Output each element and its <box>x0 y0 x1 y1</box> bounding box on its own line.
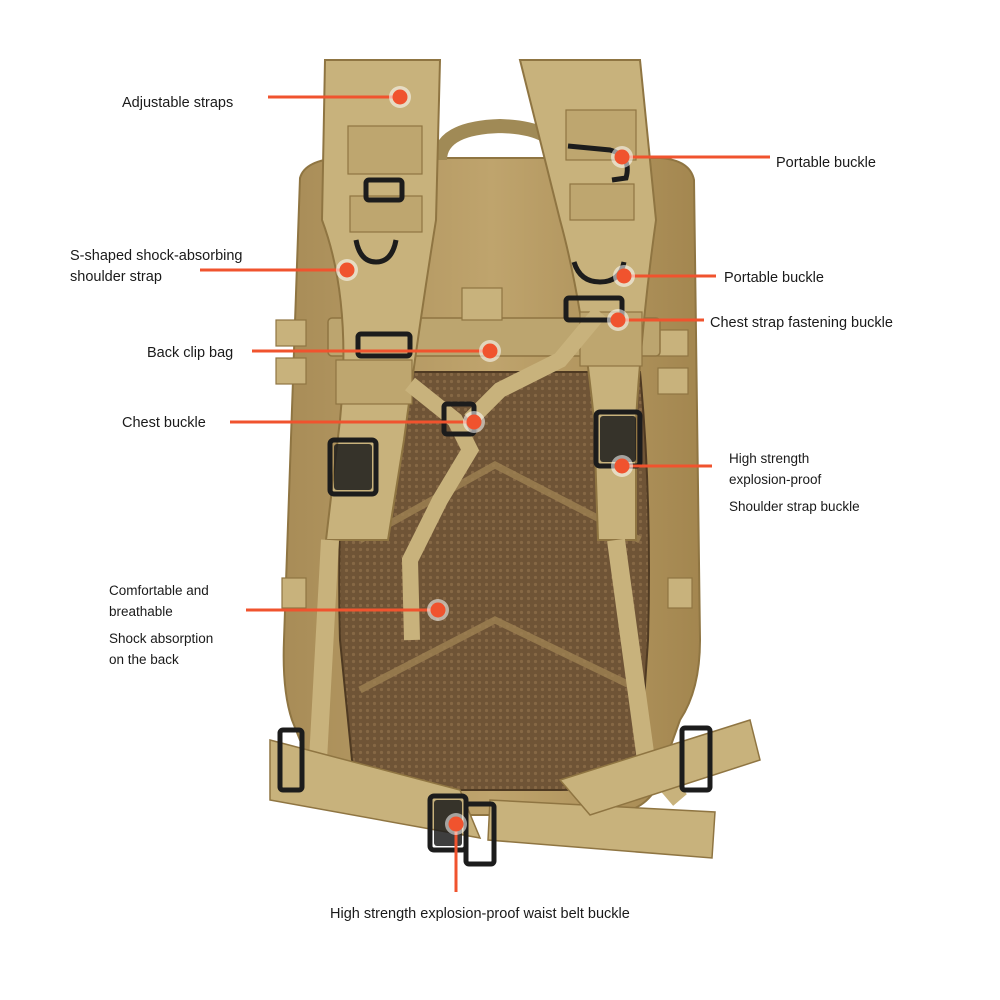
comfortable-line-2: breathable <box>109 604 173 619</box>
label-back-clip-bag: Back clip bag <box>147 345 234 361</box>
callout-dot-chest-buckle <box>466 414 482 430</box>
chest-strap <box>401 306 607 641</box>
callout-dot-adjustable-straps <box>392 89 408 105</box>
callout-dot-comfortable <box>430 602 446 618</box>
comfortable-line-3: Shock absorption <box>109 631 214 646</box>
high-strength-line-1: High strength <box>729 451 810 466</box>
callout-dot-s-shaped <box>339 262 355 278</box>
s-shaped-line-1: S-shaped shock-absorbing <box>70 248 243 264</box>
label-portable-buckle-top: Portable buckle <box>776 155 876 171</box>
label-portable-buckle-mid: Portable buckle <box>724 270 824 286</box>
buckle-hardware <box>277 143 713 867</box>
side-webbing <box>275 319 693 609</box>
comfortable-line-1: Comfortable and <box>109 583 209 598</box>
high-strength-line-2: explosion-proof <box>729 472 822 487</box>
label-comfortable-breathable: Comfortable and breathable Shock absorpt… <box>109 580 213 670</box>
label-s-shaped-shoulder-strap: S-shaped shock-absorbing shoulder strap <box>70 246 243 288</box>
callout-dot-high-strength <box>614 458 630 474</box>
label-adjustable-straps: Adjustable straps <box>122 95 234 111</box>
high-strength-line-3: Shoulder strap buckle <box>729 499 860 514</box>
s-shaped-line-2: shoulder strap <box>70 269 162 285</box>
callout-dot-portable-buckle-top <box>614 149 630 165</box>
leader-lines <box>200 86 770 892</box>
callout-dot-waist-belt <box>448 816 464 832</box>
callout-dot-chest-fastening <box>610 312 626 328</box>
comfortable-line-4: on the back <box>109 652 179 667</box>
callout-dot-back-clip-bag <box>482 343 498 359</box>
label-chest-buckle: Chest buckle <box>122 415 206 431</box>
label-chest-strap-fastening-buckle: Chest strap fastening buckle <box>710 315 893 331</box>
label-high-strength-shoulder-buckle: High strength explosion-proof Shoulder s… <box>729 448 860 517</box>
callout-dot-portable-buckle-mid <box>616 268 632 284</box>
label-waist-belt-buckle: High strength explosion-proof waist belt… <box>330 906 630 922</box>
